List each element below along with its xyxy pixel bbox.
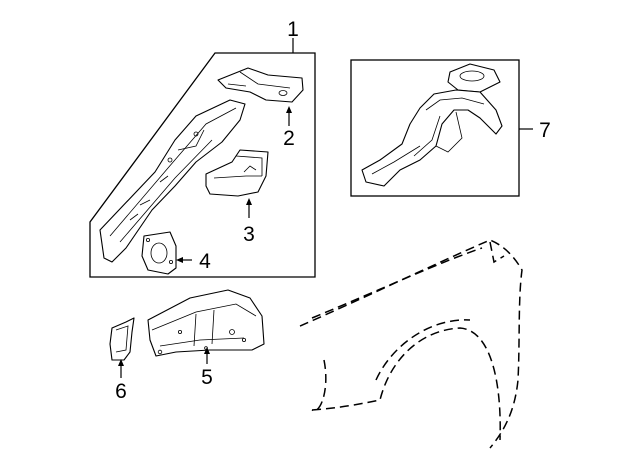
callout-1: 1: [287, 18, 299, 41]
part-7-strut-tower[interactable]: [361, 63, 503, 187]
arrow-2: [286, 106, 292, 113]
callout-7: 7: [539, 119, 551, 142]
callout-4: 4: [199, 250, 211, 273]
part-4-plate[interactable]: [141, 231, 177, 275]
part-6-bracket[interactable]: [109, 317, 135, 361]
group-box-7: [350, 59, 520, 197]
arrow-5: [204, 347, 210, 354]
arrow-3: [246, 198, 252, 205]
arrow-4: [176, 257, 183, 263]
callout-5: 5: [201, 366, 213, 389]
part-5-reinforcement[interactable]: [147, 289, 265, 357]
fender-outline: [299, 239, 523, 449]
callout-2: 2: [283, 127, 295, 150]
group-box-1: [89, 52, 316, 278]
callout-3: 3: [243, 223, 255, 246]
frame-rail[interactable]: [99, 99, 246, 263]
arrow-6: [118, 359, 124, 366]
part-3-apron[interactable]: [205, 149, 269, 197]
callout-6: 6: [115, 380, 127, 403]
part-2-bracket[interactable]: [217, 67, 304, 103]
